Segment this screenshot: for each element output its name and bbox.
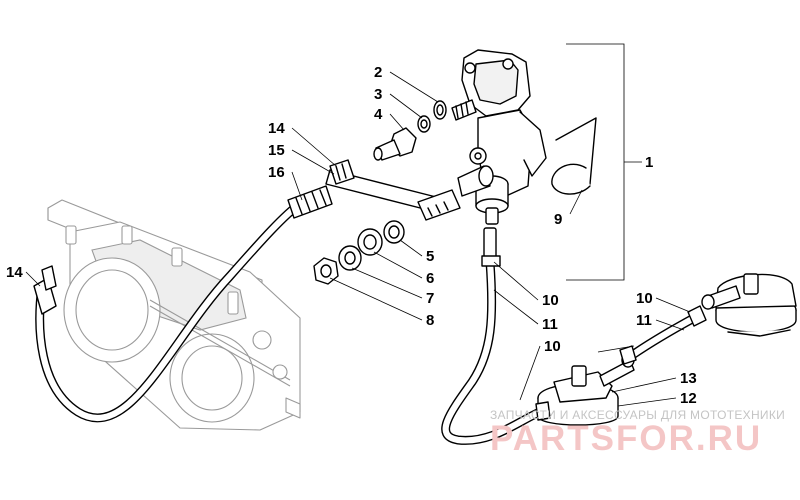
- hose-11-main: [441, 257, 545, 445]
- washer-3: [417, 115, 431, 133]
- hose-clamp-10-c: [687, 305, 707, 327]
- fuel-tube-16: [325, 169, 461, 221]
- callout-12: 12: [680, 390, 697, 407]
- spring-clip-9: [551, 117, 597, 195]
- washer-6: [357, 228, 383, 256]
- fitting-4: [373, 127, 417, 161]
- callout-5: 5: [426, 248, 434, 265]
- callout-6: 6: [426, 270, 434, 287]
- callout-4: 4: [374, 106, 383, 123]
- fuel-filter-left: [535, 352, 635, 426]
- callout-7: 7: [426, 290, 434, 307]
- callout-10a: 10: [542, 292, 559, 309]
- watermark-brand: PARTSFOR.RU: [490, 419, 762, 458]
- nut-8: [313, 257, 339, 285]
- hose-end-14-left: [33, 265, 57, 315]
- callout-1: 1: [645, 154, 653, 171]
- pressure-regulator: [451, 49, 547, 225]
- washer-7: [338, 245, 362, 271]
- watermark-tagline: ЗАПЧАСТИ И АКСЕССУАРЫ ДЛЯ МОТОТЕХНИКИ: [490, 408, 785, 422]
- callout-1-bracket: [566, 43, 642, 281]
- hose-14-loop: [35, 199, 305, 423]
- o-ring-2: [433, 100, 447, 120]
- callout-14a: 14: [268, 120, 285, 137]
- callout-8: 8: [426, 312, 434, 329]
- sleeve-16: [287, 185, 333, 219]
- callout-15: 15: [268, 142, 285, 159]
- callout-9: 9: [554, 211, 562, 228]
- callout-16: 16: [268, 164, 285, 181]
- leader-lines: [25, 71, 691, 407]
- callout-10b: 10: [544, 338, 561, 355]
- watermark: ЗАПЧАСТИ И АКСЕССУАРЫ ДЛЯ МОТОТЕХНИКИ PA…: [490, 408, 785, 458]
- callout-10c: 10: [636, 290, 653, 307]
- callout-11a: 11: [542, 316, 558, 333]
- callout-2: 2: [374, 64, 382, 81]
- hose-end-top: [483, 227, 497, 259]
- callout-11b: 11: [636, 312, 652, 329]
- callout-14b: 14: [6, 264, 23, 281]
- callout-13: 13: [680, 370, 697, 387]
- callout-3: 3: [374, 86, 382, 103]
- fuel-filter-right: [701, 273, 797, 337]
- callout-numbers: 1 2 3 4 5 6 7 8 9 10 11 10 10 11 13 12 1…: [6, 64, 697, 407]
- o-ring-5: [383, 220, 405, 244]
